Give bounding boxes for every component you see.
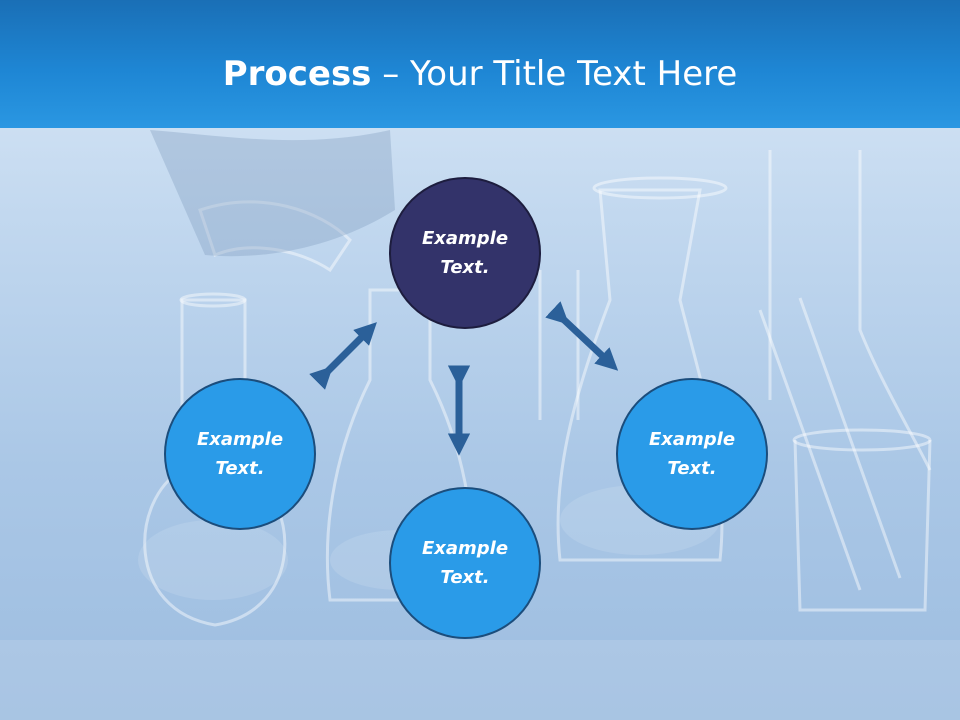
node-left-line1: Example [196,429,284,450]
process-node-bottom[interactable]: Example Text. [389,487,541,639]
arrow-top-right [545,301,619,371]
title-bar [0,0,960,128]
node-right-line2: Text. [667,458,717,479]
node-bottom-line2: Text. [440,567,490,588]
node-left-line2: Text. [215,458,265,479]
title-bold-part: Process [222,54,372,94]
slide-title: Process – Your Title Text Here [0,52,960,96]
node-right-line1: Example [648,429,736,450]
process-node-top[interactable]: Example Text. [389,177,541,329]
node-top-line2: Text. [440,257,490,278]
node-bottom-line1: Example [421,538,509,559]
title-rest-part: – Your Title Text Here [382,54,738,94]
process-node-right[interactable]: Example Text. [616,378,768,530]
arrow-top-left [309,322,377,390]
process-node-left[interactable]: Example Text. [164,378,316,530]
node-top-line1: Example [421,228,509,249]
